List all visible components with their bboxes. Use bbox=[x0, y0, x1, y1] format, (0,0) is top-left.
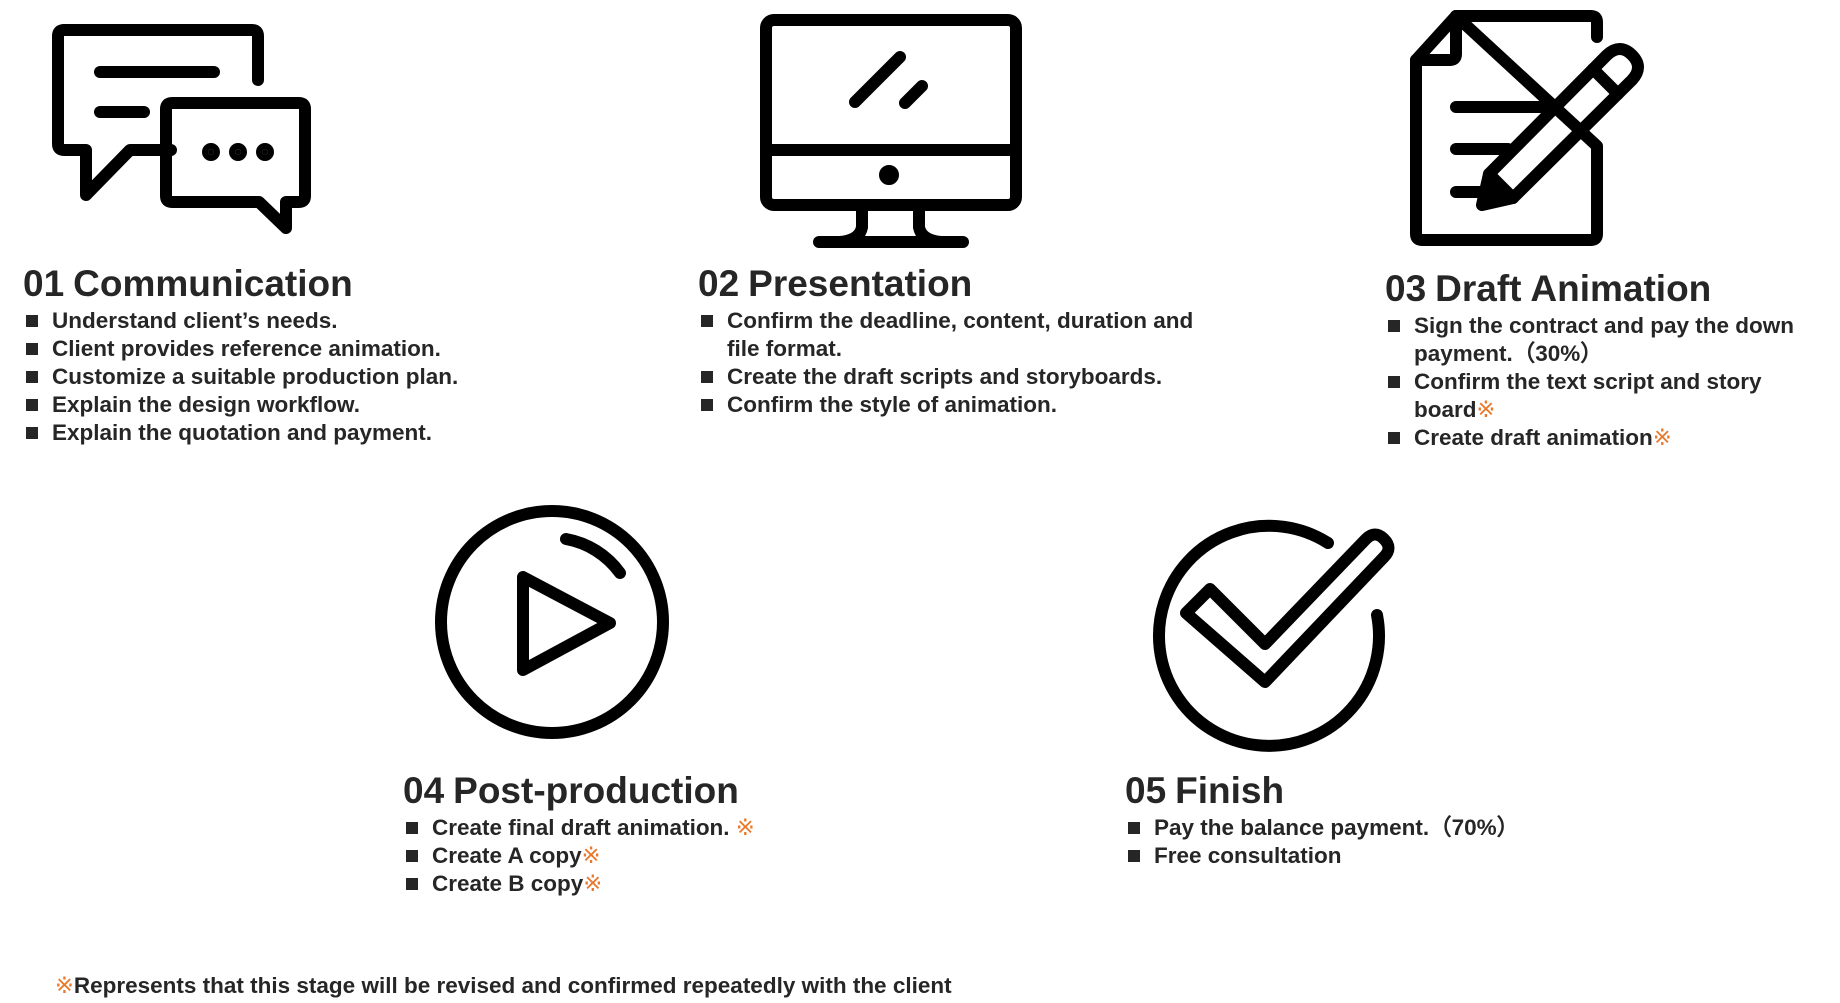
stage-title-text: Communication bbox=[73, 263, 353, 304]
stage-items: Pay the balance payment.（70%） Free consu… bbox=[1125, 814, 1519, 870]
bullet-square-icon bbox=[1388, 432, 1400, 444]
stage-title-text: Finish bbox=[1175, 770, 1285, 811]
list-item: Confirm the text script and story board※ bbox=[1385, 368, 1840, 424]
stage-title-text: Post-production bbox=[453, 770, 739, 811]
stage-title-text: Presentation bbox=[748, 263, 973, 304]
item-text: Customize a suitable production plan. bbox=[52, 364, 459, 389]
item-text: Explain the design workflow. bbox=[52, 392, 360, 417]
bullet-square-icon bbox=[26, 343, 38, 355]
stage-number: 05 bbox=[1125, 770, 1167, 811]
list-item: Explain the design workflow. bbox=[23, 391, 458, 419]
bullet-square-icon bbox=[26, 399, 38, 411]
revision-mark-icon: ※ bbox=[1652, 425, 1672, 450]
item-text: Confirm the style of animation. bbox=[727, 392, 1058, 417]
stage-number: 01 bbox=[23, 263, 65, 304]
bullet-square-icon bbox=[26, 315, 38, 327]
list-item: Create final draft animation. ※ bbox=[403, 814, 755, 842]
item-text: Understand client’s needs. bbox=[52, 308, 338, 333]
item-text: Free consultation bbox=[1154, 843, 1342, 868]
bullet-square-icon bbox=[701, 371, 713, 383]
list-item: Pay the balance payment.（70%） bbox=[1125, 814, 1519, 842]
item-text: Confirm the deadline, content, duration … bbox=[727, 308, 1194, 361]
list-item: Create B copy※ bbox=[403, 870, 755, 898]
stage-title-text: Draft Animation bbox=[1435, 268, 1712, 309]
stage-number: 04 bbox=[403, 770, 445, 811]
item-text: Pay the balance payment.（70%） bbox=[1154, 815, 1520, 840]
footnote-text: Represents that this stage will be revis… bbox=[73, 973, 952, 998]
bullet-square-icon bbox=[1128, 850, 1140, 862]
bullet-square-icon bbox=[701, 399, 713, 411]
bullet-square-icon bbox=[1388, 320, 1400, 332]
revision-mark-icon: ※ bbox=[1476, 397, 1496, 422]
list-item: Explain the quotation and payment. bbox=[23, 419, 458, 447]
stage-number: 02 bbox=[698, 263, 740, 304]
list-item: Create draft animation※ bbox=[1385, 424, 1840, 452]
item-text: Client provides reference animation. bbox=[52, 336, 441, 361]
item-text: Create final draft animation. bbox=[432, 815, 736, 840]
item-text: Sign the contract and pay the down payme… bbox=[1414, 313, 1795, 366]
list-item: Sign the contract and pay the down payme… bbox=[1385, 312, 1840, 368]
list-item: Confirm the style of animation. bbox=[698, 391, 1218, 419]
bullet-square-icon bbox=[1128, 822, 1140, 834]
bullet-square-icon bbox=[1388, 376, 1400, 388]
item-text: Explain the quotation and payment. bbox=[52, 420, 433, 445]
revision-mark-icon: ※ bbox=[55, 973, 74, 998]
stage-number: 03 bbox=[1385, 268, 1427, 309]
list-item: Create A copy※ bbox=[403, 842, 755, 870]
list-item: Free consultation bbox=[1125, 842, 1519, 870]
list-item: Create the draft scripts and storyboards… bbox=[698, 363, 1218, 391]
list-item: Customize a suitable production plan. bbox=[23, 363, 458, 391]
stage-items: Create final draft animation. ※ Create A… bbox=[403, 814, 755, 898]
list-item: Understand client’s needs. bbox=[23, 307, 458, 335]
revision-mark-icon: ※ bbox=[581, 843, 601, 868]
bullet-square-icon bbox=[406, 822, 418, 834]
revision-mark-icon: ※ bbox=[735, 815, 755, 840]
item-text: Create draft animation bbox=[1414, 425, 1653, 450]
bullet-square-icon bbox=[406, 878, 418, 890]
footnote: ※Represents that this stage will be revi… bbox=[55, 972, 952, 1000]
monitor-icon bbox=[760, 14, 1022, 249]
revision-mark-icon: ※ bbox=[583, 871, 603, 896]
item-text: Create B copy bbox=[432, 871, 584, 896]
bullet-square-icon bbox=[406, 850, 418, 862]
item-text: Confirm the text script and story board bbox=[1414, 369, 1762, 422]
chat-bubbles-icon bbox=[52, 24, 326, 240]
document-pencil-icon bbox=[1410, 10, 1650, 250]
checkmark-circle-icon bbox=[1150, 505, 1420, 752]
bullet-square-icon bbox=[701, 315, 713, 327]
list-item: Confirm the deadline, content, duration … bbox=[698, 307, 1218, 363]
list-item: Client provides reference animation. bbox=[23, 335, 458, 363]
play-circle-icon bbox=[435, 505, 670, 740]
item-text: Create A copy bbox=[432, 843, 582, 868]
stage-items: Confirm the deadline, content, duration … bbox=[698, 307, 1218, 419]
stage-items: Understand client’s needs. Client provid… bbox=[23, 307, 458, 447]
bullet-square-icon bbox=[26, 371, 38, 383]
bullet-square-icon bbox=[26, 427, 38, 439]
item-text: Create the draft scripts and storyboards… bbox=[727, 364, 1163, 389]
stage-items: Sign the contract and pay the down payme… bbox=[1385, 312, 1840, 452]
